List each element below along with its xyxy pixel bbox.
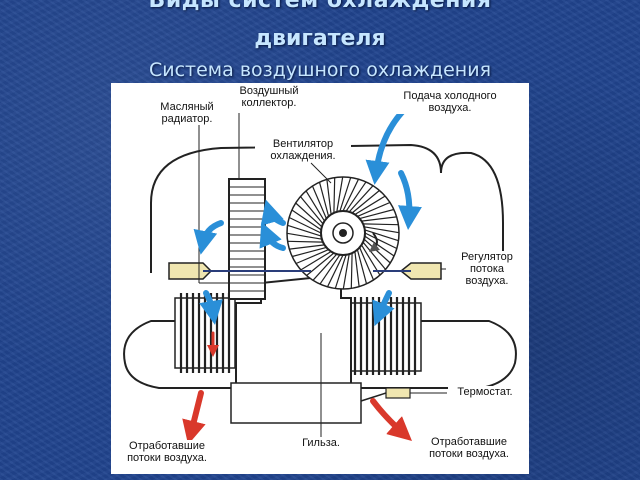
- oil-radiator: [228, 178, 266, 300]
- fan-blade: [342, 178, 360, 212]
- fan-blade: [312, 253, 338, 281]
- engine-shroud: [150, 143, 504, 273]
- fan-blade: [333, 177, 336, 214]
- diagram-panel: Воздушный коллектор. Масляный радиатор. …: [111, 83, 529, 474]
- hot-air-arrows: [182, 331, 412, 445]
- engine-base: [230, 382, 362, 424]
- fan-blade: [339, 177, 352, 212]
- fan-blade: [342, 253, 350, 290]
- cooling-fan-label: Вентилятор охлаждения.: [255, 138, 351, 162]
- fan-blade: [319, 254, 341, 285]
- fan-blade: [286, 232, 323, 240]
- fan-blade: [364, 229, 399, 242]
- slide-subtitle: Система воздушного охлаждения: [148, 59, 492, 81]
- fan-blade: [295, 249, 329, 265]
- fan-blade: [288, 216, 322, 234]
- fan-blade: [306, 252, 335, 276]
- fan-blade: [334, 254, 347, 289]
- exhaust-air-right-label: Отработавшие потоки воздуха.: [413, 436, 525, 460]
- fan-blade: [295, 202, 323, 228]
- oil-radiator-label: Масляный радиатор.: [151, 101, 223, 125]
- fan-blade: [336, 176, 344, 213]
- fan-blade: [289, 244, 325, 250]
- fan-blade: [326, 179, 332, 215]
- fan-blade: [362, 241, 386, 270]
- fan-blade: [357, 201, 391, 217]
- fan-blade: [363, 226, 400, 234]
- fan-blade: [291, 209, 322, 231]
- fan-blade: [362, 223, 399, 226]
- left-air-regulator: [168, 262, 213, 280]
- air-regulator-label: Регулятор потока воздуха.: [449, 251, 525, 287]
- thermostat: [360, 387, 447, 402]
- cooling-fan: [286, 176, 400, 290]
- right-cylinder-fins: [350, 297, 422, 375]
- fan-blade: [350, 252, 353, 289]
- fan-blade: [354, 251, 360, 287]
- thermostat-label: Термостат.: [448, 386, 522, 398]
- fan-blade: [300, 250, 332, 271]
- fan-blade: [348, 185, 374, 213]
- slide-title-line2: двигателя: [254, 26, 386, 51]
- sleeve-label: Гильза.: [291, 437, 351, 449]
- fan-blade: [305, 190, 326, 222]
- fan-blade: [311, 185, 327, 219]
- fan-blade: [354, 195, 386, 216]
- air-collector-label: Воздушный коллектор.: [227, 85, 311, 109]
- fan-blade: [361, 216, 397, 222]
- fan-blade: [318, 182, 330, 217]
- fan-blade: [351, 190, 380, 214]
- fan-blade: [359, 247, 375, 281]
- fan-blade: [300, 196, 324, 225]
- fan-blade: [345, 181, 367, 212]
- fan-blade: [326, 254, 344, 288]
- left-cylinder-fins: [174, 293, 236, 373]
- fan-blade: [287, 240, 324, 243]
- fan-blade: [364, 232, 398, 250]
- slide-title-line1: Виды систем охлаждения: [148, 0, 492, 13]
- fan-blade: [292, 246, 327, 258]
- fan-blade: [287, 224, 322, 237]
- cold-air-arrows: [193, 105, 422, 327]
- engine-diagram: [123, 105, 517, 445]
- right-air-regulator: [399, 262, 442, 280]
- cold-air-supply-label: Подача холодного воздуха.: [387, 90, 513, 114]
- leader-lines: [198, 113, 446, 438]
- exhaust-air-left-label: Отработавшие потоки воздуха.: [113, 440, 221, 464]
- fan-blade: [359, 208, 394, 220]
- fan-blade: [356, 249, 368, 284]
